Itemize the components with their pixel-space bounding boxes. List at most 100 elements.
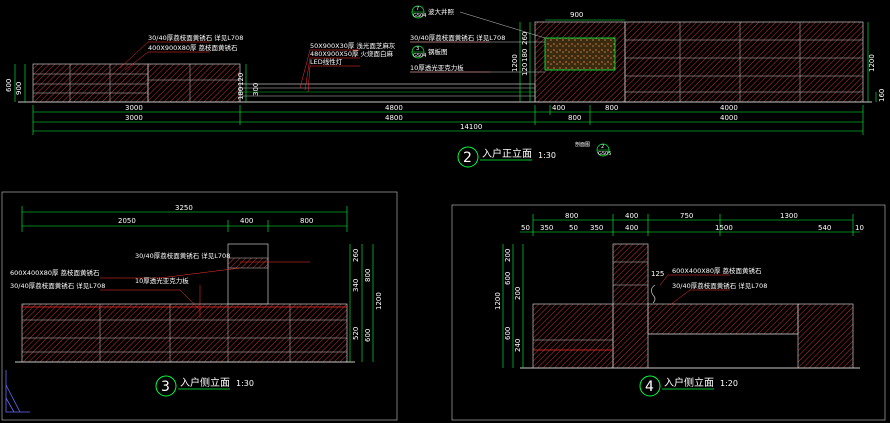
e2-note-2: 400X900X80厚 荔枝面黄锈石 (148, 43, 238, 52)
e2-h-left-2: 900 (15, 82, 23, 95)
svg-text:波大井照: 波大井照 (428, 7, 455, 16)
e4-h-4: 200 (514, 287, 522, 300)
e3-note-4: 10厚透光亚克力板 (135, 276, 189, 285)
e2-number: 2 (463, 150, 472, 166)
e2-dim-1: 3000 (125, 104, 143, 112)
svg-text:7: 7 (416, 6, 419, 12)
e4-top-2: 400 (625, 212, 638, 220)
elevation-2: 3000 4800 400 800 4000 3000 4800 800 400… (5, 5, 886, 168)
svg-text:3: 3 (416, 46, 419, 52)
e3-number: 3 (161, 379, 170, 395)
e2-h-mid-2: 120 (237, 73, 245, 86)
e2-h-mid-1: 180 (237, 87, 245, 100)
e4-h-5: 240 (514, 339, 522, 352)
e2-dim-5: 4000 (720, 104, 738, 112)
e3-h-3: 520 (352, 327, 360, 340)
e4-number: 4 (645, 379, 654, 395)
e4-sub-4: 350 (590, 224, 603, 232)
mid-left-wall (147, 63, 241, 103)
e3-h-5: 600 (364, 329, 372, 342)
e4-top-3: 750 (680, 212, 693, 220)
elevation-4: 800 400 750 1300 50 350 50 350 400 1500 … (494, 212, 864, 397)
e2-h-right-1: 1200 (868, 54, 876, 72)
e4-note-2: 30/40厚荔枝面黄锈石 详见L708 (672, 281, 767, 290)
pillar-3 (227, 243, 269, 305)
e4-scale: 1:20 (720, 379, 738, 388)
bench (239, 83, 536, 103)
e2-h-c-1: 260 (521, 32, 529, 45)
e2-h-c-4: 1200 (511, 54, 519, 72)
pillar-4 (612, 243, 649, 369)
e2-h-right-2: 160 (878, 89, 886, 102)
e4-sub-1: 50 (521, 224, 530, 232)
e3-scale: 1:30 (236, 379, 254, 388)
e4-h-2: 600 (504, 272, 512, 285)
e4-title: 入户侧立面 (664, 376, 714, 389)
e3-dim-2: 400 (240, 217, 253, 225)
left-block-4 (532, 303, 614, 369)
frame-3 (1, 191, 398, 421)
e2-note-6: 30/40厚荔枝面黄锈石 详见L708 (410, 33, 505, 42)
right-wall (624, 21, 864, 103)
e2-note-3: 50X900X30厚 浅光面芝麻灰 (310, 41, 396, 50)
svg-text:剖面图: 剖面图 (575, 141, 590, 148)
e3-h-6: 1200 (375, 292, 383, 310)
e3-dim-1: 2050 (118, 217, 136, 225)
e4-note-1: 600X400X80厚 荔枝面黄锈石 (672, 266, 762, 275)
e4-h-3: 600 (504, 327, 512, 340)
e2-title: 入户正立面 (482, 147, 532, 160)
e2-dim-4: 800 (605, 104, 618, 112)
e3-total: 3250 (175, 204, 193, 212)
e4-sub-5: 400 (625, 224, 638, 232)
e3-h-2: 340 (352, 279, 360, 292)
e2-mid-4: 4000 (720, 114, 738, 122)
e3-note-3: 30/40厚荔枝面黄锈石 详见L708 (10, 281, 105, 290)
e2-note-7: 10厚透光亚克力板 (410, 63, 464, 72)
e4-sub-6: 1500 (715, 224, 733, 232)
detail-tag-7: 7 GS04 波大井照 (411, 5, 455, 19)
left-wall (32, 63, 149, 103)
e3-dim-3: 800 (300, 217, 313, 225)
e2-scale: 1:30 (538, 151, 556, 160)
e4-sub-8: 10 (855, 224, 864, 232)
e3-note-1: 30/40厚荔枝面黄锈石 详见L708 (135, 251, 230, 260)
e2-mid-3: 800 (568, 114, 581, 122)
e2-h-mid-3: 300 (252, 83, 260, 96)
stone-panel (544, 37, 616, 71)
e2-top-width: 900 (570, 11, 583, 19)
wall-3 (21, 303, 348, 363)
e4-top-1: 800 (565, 212, 578, 220)
svg-text:GS05: GS05 (598, 151, 611, 157)
e2-note-5: LED线性灯 (310, 57, 343, 66)
e4-sub-3: 50 (569, 224, 578, 232)
e3-note-2: 600X400X80厚 荔枝面黄锈石 (10, 268, 100, 277)
e2-h-left-1: 600 (5, 79, 13, 92)
e4-r: 125 (651, 270, 664, 278)
svg-text:GS04: GS04 (413, 53, 426, 59)
svg-text:2: 2 (601, 144, 604, 150)
detail-tag-3: 3 GS04 钢板图 (411, 45, 448, 59)
e3-h-4: 800 (364, 269, 372, 282)
e4-h-1: 200 (504, 249, 512, 262)
ucs-icon (5, 370, 30, 413)
e3-title: 入户侧立面 (180, 376, 230, 389)
svg-text:GS04: GS04 (413, 13, 426, 19)
e2-h-c-3: 120 (521, 63, 529, 76)
e4-sub-7: 540 (818, 224, 831, 232)
e3-h-1: 260 (352, 249, 360, 262)
e2-h-c-2: 180 (521, 49, 529, 62)
frame-4 (451, 204, 886, 421)
e2-mid-1: 3000 (125, 114, 143, 122)
e4-top-4: 1300 (780, 212, 798, 220)
e2-mid-2: 4800 (385, 114, 403, 122)
e2-dim-3: 400 (552, 104, 565, 112)
e4-h-6: 1200 (494, 292, 502, 310)
e4-sub-2: 350 (540, 224, 553, 232)
svg-text:钢板图: 钢板图 (428, 47, 448, 56)
e2-dim-2: 4800 (385, 104, 403, 112)
right-block-4 (647, 303, 799, 335)
e2-note-4: 480X900X50厚 火烧面白麻 (310, 49, 394, 58)
end-block-4 (797, 303, 854, 369)
e2-total: 14100 (460, 123, 482, 131)
